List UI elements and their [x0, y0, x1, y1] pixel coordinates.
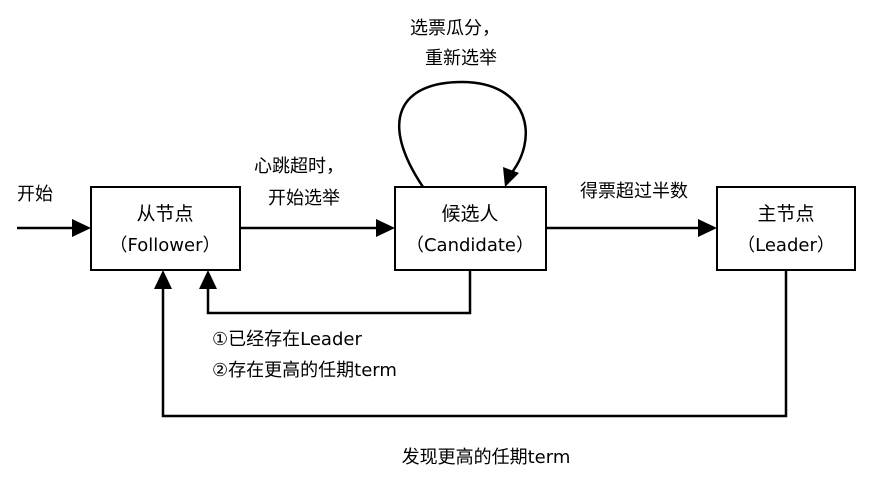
candidate-step-down-reason-2: ②存在更高的任期term [212, 360, 397, 381]
follower-subtitle: （Follower） [110, 235, 221, 256]
split-vote-loop-arrow [397, 80, 527, 188]
leader-step-down-arrow [154, 270, 788, 418]
candidate-subtitle: （Candidate） [406, 235, 534, 256]
candidate-state-box: 候选人 （Candidate） [394, 186, 547, 271]
majority-label: 得票超过半数 [580, 181, 688, 202]
start-arrow [17, 219, 91, 237]
candidate-step-down-reason-1: ①已经存在Leader [212, 329, 362, 350]
follower-state-box: 从节点 （Follower） [90, 186, 241, 271]
majority-arrow [546, 219, 717, 237]
timeout-label-line-2: 开始选举 [268, 188, 340, 209]
follower-title: 从节点 [136, 203, 193, 225]
candidate-title: 候选人 [441, 203, 498, 225]
candidate-step-down-arrow [199, 270, 472, 315]
timeout-label-line-1: 心跳超时， [254, 156, 344, 177]
leader-state-box: 主节点 （Leader） [716, 186, 856, 271]
leader-title: 主节点 [757, 203, 814, 225]
leader-subtitle: （Leader） [737, 235, 835, 256]
start-label: 开始 [17, 184, 53, 205]
split-vote-label-line-2: 重新选举 [425, 48, 497, 69]
leader-step-down-label: 发现更高的任期term [402, 447, 571, 468]
timeout-arrow [240, 219, 395, 237]
split-vote-label-line-1: 选票瓜分， [410, 18, 500, 39]
